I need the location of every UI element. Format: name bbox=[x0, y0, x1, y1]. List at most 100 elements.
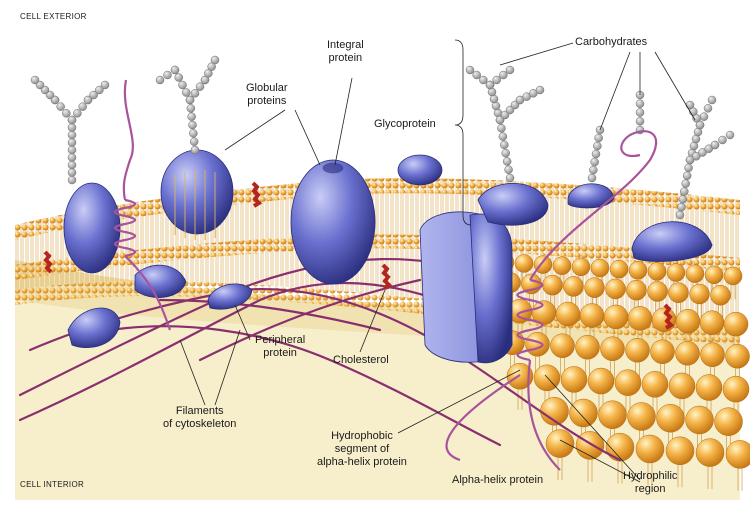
lipid-head bbox=[569, 398, 598, 428]
leader-lines bbox=[179, 39, 696, 483]
lipid-head bbox=[571, 257, 591, 277]
sugar-bead bbox=[529, 89, 538, 98]
sugar-bead bbox=[677, 202, 686, 212]
sugar-bead bbox=[491, 101, 501, 111]
sugar-bead bbox=[67, 160, 77, 170]
sugar-bead bbox=[170, 65, 180, 75]
proteins bbox=[63, 149, 713, 364]
lipid-head bbox=[627, 402, 656, 431]
lipid-head bbox=[675, 309, 701, 334]
globular-proteins-label: Globular proteins bbox=[246, 82, 288, 107]
lipid-head bbox=[668, 372, 696, 400]
peripheral-protein-label: Peripheral protein bbox=[255, 334, 306, 359]
sugar-bead bbox=[492, 75, 501, 85]
sugar-bead bbox=[587, 173, 597, 183]
glycoprotein-body bbox=[477, 183, 549, 226]
sugar-bead bbox=[707, 95, 717, 105]
cutaway-protein bbox=[67, 307, 121, 348]
sugar-bead bbox=[691, 134, 701, 144]
sugar-bead bbox=[635, 117, 645, 126]
sugar-bead bbox=[703, 104, 713, 113]
sugar-bead bbox=[504, 165, 513, 174]
lipid-head bbox=[650, 339, 675, 364]
lipid-head bbox=[635, 434, 665, 464]
lipid-head bbox=[609, 259, 629, 279]
sugar-bead bbox=[505, 173, 515, 183]
sugar-bead bbox=[501, 148, 510, 158]
lipid-head bbox=[605, 432, 635, 462]
sugar-bead bbox=[73, 109, 82, 118]
sugar-bead bbox=[692, 114, 701, 123]
lipid-head bbox=[560, 366, 588, 393]
lipid-head bbox=[614, 369, 642, 396]
sugar-bead bbox=[710, 140, 720, 150]
sugar-bead bbox=[67, 168, 77, 177]
sugar-bead bbox=[67, 153, 77, 162]
lipid-head bbox=[714, 407, 743, 436]
lipid-head bbox=[550, 333, 575, 358]
lipid-head bbox=[704, 265, 724, 285]
lipid-head bbox=[584, 277, 605, 298]
carbohydrates-label: Carbohydrates bbox=[575, 36, 648, 48]
integral-protein bbox=[290, 159, 376, 285]
glycoprotein-label: Glycoprotein bbox=[374, 118, 436, 130]
lipid-head bbox=[685, 405, 714, 435]
lipid-head bbox=[710, 284, 731, 306]
lipid-head bbox=[641, 371, 669, 398]
lipid-head bbox=[723, 311, 749, 337]
sugar-bead bbox=[182, 88, 191, 97]
sugar-bead bbox=[67, 145, 77, 155]
sugar-bead bbox=[695, 120, 705, 130]
sugar-bead bbox=[497, 124, 506, 133]
cell-exterior-label: CELL EXTERIOR bbox=[20, 12, 87, 21]
sugar-bead bbox=[505, 65, 515, 75]
lipid-head bbox=[542, 274, 563, 296]
lipid-head bbox=[600, 336, 625, 361]
lipid-head bbox=[647, 262, 667, 281]
sugar-bead bbox=[682, 171, 692, 180]
sugar-bead bbox=[100, 80, 110, 90]
sugar-bead bbox=[685, 100, 695, 110]
sugar-bead bbox=[689, 141, 699, 151]
hydrophilic-region-label: Hydrophilic region bbox=[623, 470, 678, 495]
sugar-bead bbox=[594, 133, 603, 143]
lipid-head bbox=[626, 279, 647, 301]
sugar-bead bbox=[67, 115, 77, 125]
lipid-head bbox=[525, 332, 550, 357]
sugar-bead bbox=[62, 109, 71, 118]
sugar-bead bbox=[186, 104, 196, 113]
lipid-head bbox=[725, 440, 750, 469]
sugar-bead bbox=[500, 140, 509, 150]
sugar-bead bbox=[56, 102, 65, 111]
lipid-head bbox=[699, 310, 725, 335]
sugar-bead bbox=[693, 127, 703, 137]
lipid-head bbox=[666, 263, 686, 282]
sugar-bead bbox=[465, 65, 475, 75]
sugar-bead bbox=[498, 132, 508, 141]
sugar-bead bbox=[78, 102, 87, 111]
right-protein-small bbox=[567, 183, 615, 209]
sugar-bead bbox=[67, 130, 77, 140]
lipid-head bbox=[598, 400, 627, 429]
sugar-bead bbox=[485, 80, 495, 90]
sugar-bead bbox=[155, 75, 165, 85]
sugar-bead bbox=[190, 89, 200, 98]
lipid-head bbox=[656, 403, 685, 433]
lipid-head bbox=[627, 306, 653, 331]
sugar-bead bbox=[493, 108, 503, 118]
sugar-bead bbox=[593, 141, 602, 151]
lipid-head bbox=[668, 282, 689, 303]
sugar-bead bbox=[635, 108, 645, 117]
lipid-head bbox=[695, 438, 725, 467]
sugar-bead bbox=[189, 129, 198, 138]
lipid-head bbox=[579, 303, 605, 328]
lipid-head bbox=[603, 304, 629, 330]
sugar-bead bbox=[67, 123, 77, 132]
sugar-bead bbox=[589, 165, 598, 175]
sugar-bead bbox=[188, 120, 197, 130]
sugar-bead bbox=[685, 155, 695, 165]
lipid-head bbox=[685, 264, 705, 283]
sugar-bead bbox=[590, 157, 599, 167]
